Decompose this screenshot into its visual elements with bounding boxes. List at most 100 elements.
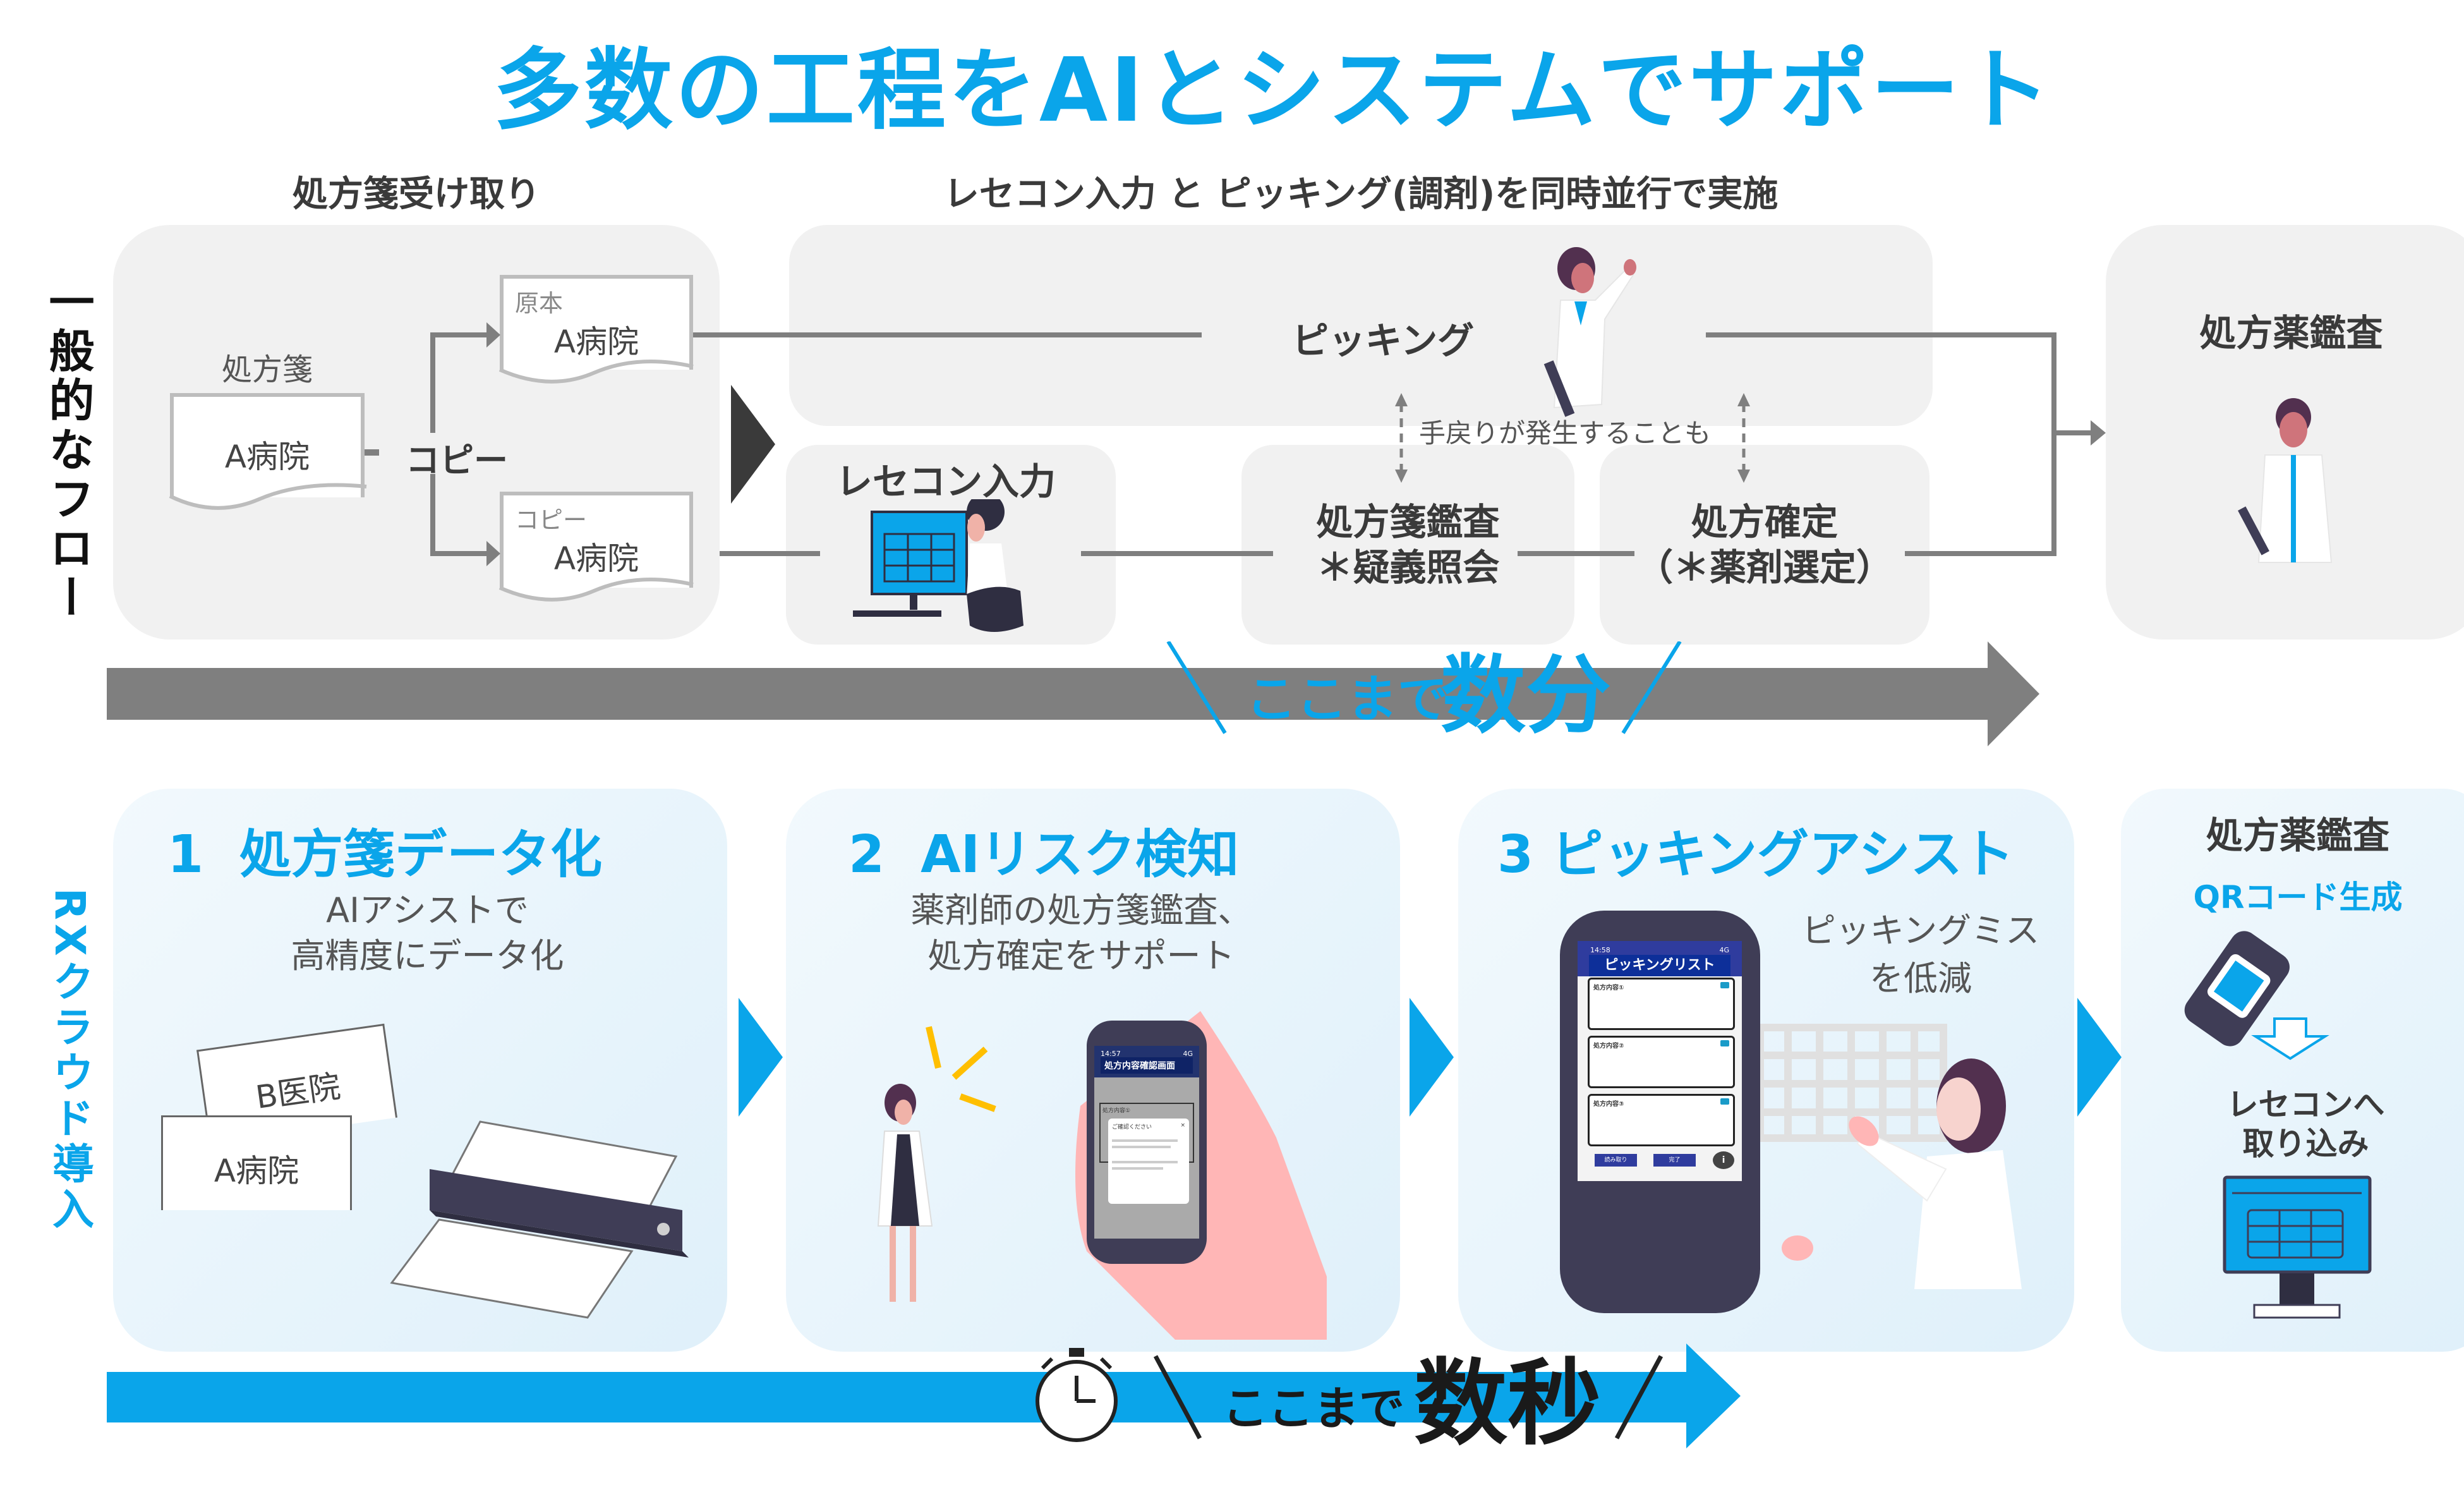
final-audit-label: 処方薬鑑査 <box>2199 312 2383 355</box>
recon-operator-illustration <box>853 499 1024 632</box>
recon-monitor-icon <box>2223 1175 2372 1319</box>
recon-input-label: レセコン入力 <box>836 460 1056 503</box>
connector-line <box>720 551 820 556</box>
subtitle-line: を低減 <box>1869 959 1972 998</box>
general-time-prefix: ここまで <box>1246 670 1448 729</box>
qr-phone-icon <box>2184 931 2329 1060</box>
copy-branch-arrows <box>365 322 500 566</box>
step2-title: 2 AIリスク検知 <box>849 812 1239 887</box>
final-audit-title: 処方薬鑑査 <box>2206 814 2389 857</box>
doc-text: A病院 <box>553 324 639 360</box>
chevron-right-icon <box>1410 998 1454 1117</box>
step-title-text: 処方箋データ化 <box>239 825 603 885</box>
picking-panel <box>789 225 1933 426</box>
confirm-label: 処方確定 （＊薬剤選定） <box>1600 499 1930 590</box>
connector-line <box>1518 551 1634 556</box>
import-label: レセコンへ 取り込み <box>2121 1085 2464 1163</box>
card-title: 処方内容② <box>1593 1043 1624 1050</box>
subtitle-line: ピッキングミス <box>1801 911 2040 950</box>
connector-line <box>1905 551 2056 556</box>
qr-generate-label: QRコード生成 <box>2193 879 2403 916</box>
copy-label: コピー <box>406 440 508 480</box>
step1-subtitle: AIアシストで 高精度にデータ化 <box>113 888 742 979</box>
picking-card[interactable]: 処方内容② <box>1588 1036 1735 1088</box>
step1-title: 1 処方箋データ化 <box>167 812 602 887</box>
rx-cloud-label: RXクラウド導入 <box>45 888 94 1233</box>
connector-line <box>1706 332 2056 337</box>
screen-title: 処方内容確認画面 <box>1101 1057 1193 1074</box>
rework-note: 手戻りが発生することも <box>1419 418 1712 449</box>
original-doc: 原本 A病院 <box>500 275 693 370</box>
dialog-close-button[interactable]: × <box>1180 1122 1185 1129</box>
pharmacist-audit-illustration <box>2238 398 2333 563</box>
dialog-title: ご確認ください <box>1112 1124 1152 1131</box>
subtitle-line: 薬剤師の処方箋鑑査、 <box>910 890 1252 930</box>
pharmacist-picking-illustration <box>1543 247 1636 417</box>
header-parallel: レセコン入力 と ピッキング(調剤)を同時並行で実施 <box>943 174 1779 215</box>
import-line: 取り込み <box>2242 1125 2369 1162</box>
rework-dashed-arrows <box>1395 393 1750 483</box>
chevron-right-icon <box>739 998 783 1117</box>
step3-subtitle: ピッキングミス を低減 <box>1763 907 2079 1003</box>
phone-network: 4G <box>1719 946 1729 954</box>
doc-text: A病院 <box>214 1153 299 1189</box>
confirm-dialog: ご確認ください × <box>1108 1119 1189 1204</box>
doc-tag: コピー <box>515 506 588 534</box>
phone-time: 14:58 <box>1590 946 1610 954</box>
a-hospital-doc: A病院 <box>161 1115 352 1210</box>
pharmacist-alert-illustration <box>877 1026 996 1302</box>
phone-network: 4G <box>1183 1050 1193 1058</box>
phone-time: 14:57 <box>1101 1050 1121 1058</box>
import-line: レセコンへ <box>2226 1086 2385 1123</box>
confirm-panel <box>1600 445 1930 645</box>
checkbox-checked-icon[interactable] <box>1720 1040 1729 1046</box>
subtitle-line: AIアシストで <box>326 890 529 930</box>
checkbox-checked-icon[interactable] <box>1720 1098 1729 1105</box>
shelf-and-pharmacist-illustration <box>1756 1024 2022 1289</box>
general-flow-label: 一般的なフロー <box>41 278 94 623</box>
stopwatch-icon <box>1036 1348 1118 1442</box>
confirm-line-2: （＊薬剤選定） <box>1636 546 1893 589</box>
subtitle-line: 処方確定をサポート <box>927 936 1235 976</box>
rx-time-arrow <box>107 1343 1741 1448</box>
step3-title: 3 ピッキングアシスト <box>1497 812 2014 887</box>
prescription-doc: A病院 <box>170 393 365 497</box>
step-number: 2 <box>849 825 885 885</box>
audit-line-1: 処方箋鑑査 <box>1316 500 1500 543</box>
doc-text: A病院 <box>224 439 310 475</box>
doc-tag: 原本 <box>515 289 564 317</box>
step-number: 1 <box>167 825 204 885</box>
rx-time-value: 数秒 <box>1414 1349 1601 1458</box>
rx-time-prefix: ここまで <box>1223 1382 1405 1435</box>
flow-triangle-icon <box>731 385 775 504</box>
header-receive: 処方箋受け取り <box>293 174 540 215</box>
picking-card-list: 処方内容① 処方内容② 処方内容③ <box>1588 978 1735 1146</box>
card-title: 処方内容③ <box>1593 1101 1624 1108</box>
connector-line <box>693 332 1202 337</box>
step-title-text: ピッキングアシスト <box>1551 825 2014 885</box>
audit-panel <box>1241 445 1574 645</box>
copy-doc: コピー A病院 <box>500 492 693 588</box>
general-time-value: 数分 <box>1440 646 1611 745</box>
doc-text: A病院 <box>553 540 639 577</box>
subtitle-line: 高精度にデータ化 <box>291 936 564 976</box>
doc-wave-edges <box>169 360 694 602</box>
picking-card[interactable]: 処方内容① <box>1588 978 1735 1030</box>
audit-label: 処方箋鑑査 ＊疑義照会 <box>1241 499 1574 590</box>
picking-label: ピッキング <box>1292 319 1475 362</box>
chevron-right-icon <box>2077 998 2122 1117</box>
picking-card[interactable]: 処方内容③ <box>1588 1094 1735 1146</box>
prescription-label: 処方箋 <box>221 352 313 387</box>
step-title-text: AIリスク検知 <box>921 825 1240 885</box>
connector-line <box>2051 332 2056 556</box>
checkbox-checked-icon[interactable] <box>1720 982 1729 988</box>
info-button[interactable]: i <box>1713 1151 1734 1169</box>
scan-button[interactable]: 読み取り <box>1595 1154 1637 1167</box>
done-button[interactable]: 完了 <box>1653 1154 1696 1167</box>
page-title: 多数の工程をAIとシステムでサポート <box>493 39 2053 142</box>
to-final-arrow-icon <box>2054 420 2106 446</box>
audit-line-2: ＊疑義照会 <box>1316 546 1500 589</box>
general-time-arrow <box>107 641 2039 746</box>
